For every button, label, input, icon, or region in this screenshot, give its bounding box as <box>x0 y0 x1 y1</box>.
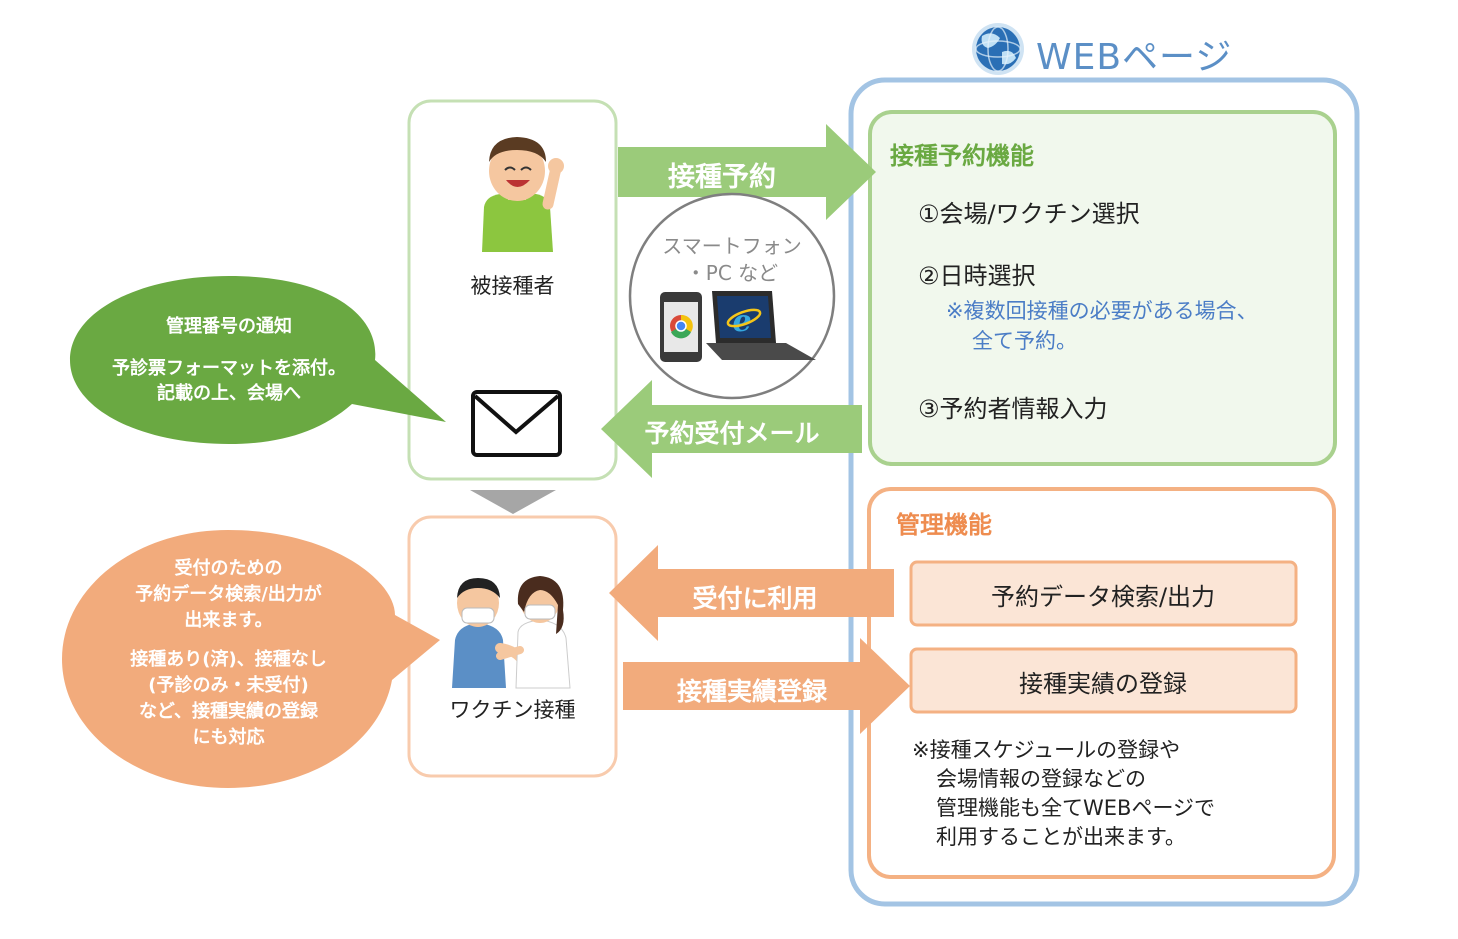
management-note-line4: 利用することが出来ます。 <box>936 825 1186 849</box>
green-bubble-line1: 管理番号の通知 <box>166 316 292 337</box>
use-for-reception-arrow <box>609 545 894 641</box>
reserve-arrow-label: 接種予約 <box>668 162 776 193</box>
vaccinee-person-icon <box>482 137 564 252</box>
reservation-function-title: 接種予約機能 <box>890 142 1034 170</box>
vaccination-people-icon <box>452 576 571 689</box>
orange-bubble-line2: 予約データ検索/出力が <box>135 584 322 605</box>
management-note-line2: 会場情報の登録などの <box>936 767 1146 791</box>
step-datetime: ②日時選択 <box>918 262 1036 290</box>
laptop-icon: e <box>706 291 816 360</box>
orange-bubble-line6: など、接種実績の登録 <box>138 701 319 722</box>
green-speech-bubble <box>70 276 446 444</box>
record-registration-label: 接種実績の登録 <box>1019 670 1187 698</box>
smartphone-icon <box>660 292 702 362</box>
management-note-line1: ※接種スケジュールの登録や <box>912 738 1181 762</box>
orange-bubble-line3: 出来ます。 <box>184 610 273 631</box>
globe-icon <box>972 23 1024 75</box>
step-reserver-info: ③予約者情報入力 <box>918 395 1108 423</box>
flow-down-arrow <box>470 490 556 514</box>
green-bubble-line3: 記載の上、会場へ <box>157 383 301 404</box>
management-note: ※接種スケジュールの登録や 会場情報の登録などの 管理機能も全てWEBページで … <box>912 736 1215 852</box>
multi-dose-note-line1: ※複数回接種の必要がある場合、 <box>946 299 1258 323</box>
envelope-icon <box>471 390 562 457</box>
green-bubble-line2: 予診票フォーマットを添付。 <box>112 358 346 379</box>
search-output-label: 予約データ検索/出力 <box>990 583 1216 611</box>
web-page-title: WEBページ <box>1036 37 1233 78</box>
orange-bubble-line4: 接種あり(済)、接種なし <box>130 649 327 670</box>
orange-bubble-line5: (予診のみ・未受付) <box>148 675 309 696</box>
multi-dose-note-line2: 全て予約。 <box>972 329 1077 353</box>
management-function-title: 管理機能 <box>896 511 992 539</box>
search-output-box <box>909 560 1298 627</box>
reservation-function-box <box>868 110 1337 466</box>
vaccinee-label: 被接種者 <box>470 274 555 298</box>
orange-bubble-line7: にも対応 <box>192 727 265 748</box>
reserve-arrow <box>618 124 876 220</box>
use-for-reception-arrow-label: 受付に利用 <box>692 584 818 613</box>
svg-text:e: e <box>732 304 751 339</box>
step-venue-vaccine: ①会場/ワクチン選択 <box>918 200 1140 228</box>
management-note-line3: 管理機能も全てWEBページで <box>936 796 1216 820</box>
reception-mail-arrow <box>601 380 862 478</box>
devices-label-line1: スマートフォン <box>662 234 802 258</box>
record-registration-arrow <box>623 638 910 734</box>
vaccination-label: ワクチン接種 <box>449 698 576 722</box>
reception-mail-arrow-label: 予約受付メール <box>644 419 820 448</box>
devices-label-line2: ・PC など <box>685 261 779 285</box>
record-registration-arrow-label: 接種実績登録 <box>676 677 827 706</box>
orange-speech-bubble <box>62 530 440 788</box>
vaccinee-box <box>407 99 618 481</box>
orange-bubble-line1: 受付のための <box>174 558 283 579</box>
record-registration-box <box>909 647 1298 714</box>
